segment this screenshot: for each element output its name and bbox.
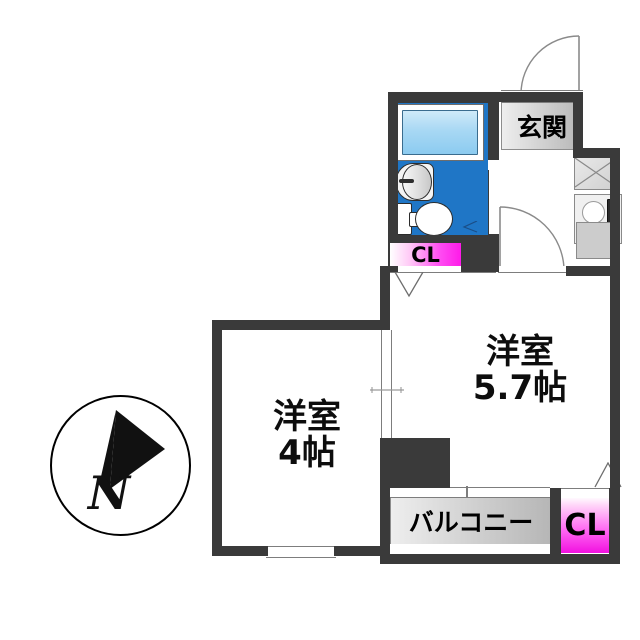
room-sub-label: 洋室 4帖 xyxy=(222,397,392,473)
wall-sub-room-bottom-left xyxy=(212,546,268,556)
closet-top-label: CL xyxy=(411,242,440,267)
compass-rose: N xyxy=(50,395,191,536)
entrance-label: 玄関 xyxy=(516,112,567,142)
closet-right-door-line xyxy=(557,488,612,498)
wall-washroom-top xyxy=(388,92,498,103)
wall-balcony-block xyxy=(390,438,450,488)
wall-main-room-right xyxy=(610,266,620,490)
toilet-bowl xyxy=(415,202,453,236)
balcony-window xyxy=(390,487,550,498)
room-sub-size: 4帖 xyxy=(278,432,336,473)
entrance-door[interactable] xyxy=(520,35,582,95)
wall-main-room-left-upper xyxy=(380,266,390,328)
wall-entrance-top xyxy=(499,92,583,102)
wall-entrance-right-upper xyxy=(573,92,583,150)
entrance-tag: 玄関 xyxy=(501,101,583,150)
kitchen-sink xyxy=(582,201,605,224)
wall-hall-divider xyxy=(461,243,499,272)
wall-closet-right-left xyxy=(550,488,561,556)
room-main-name: 洋室 xyxy=(486,332,554,372)
closet-top-door-line xyxy=(388,266,496,273)
wet-area-corner-mark xyxy=(462,218,478,233)
wall-washroom-left xyxy=(388,92,398,272)
wall-sub-room-top xyxy=(212,320,390,330)
wall-sub-room-left xyxy=(212,320,222,556)
wall-kitchen-bottom xyxy=(566,266,620,276)
closet-top-folding-door-mark xyxy=(394,271,426,298)
closet-right-label: CL xyxy=(564,507,606,543)
hall-door-threshold xyxy=(498,266,568,273)
wall-sub-room-bottom-right xyxy=(334,546,390,556)
wall-balcony-left xyxy=(380,488,390,564)
washbasin-faucet xyxy=(399,179,414,183)
room-main-size: 5.7帖 xyxy=(472,367,568,408)
room-sub-name: 洋室 xyxy=(273,397,341,437)
wall-kitchen-step-top xyxy=(573,148,620,158)
compass-north-label: N xyxy=(86,466,132,520)
sliding-door-panel[interactable] xyxy=(381,378,392,438)
wall-closet-right-right xyxy=(609,488,620,556)
bathtub xyxy=(402,110,478,155)
sub-room-window xyxy=(266,546,336,558)
balcony-window-mullion xyxy=(466,486,468,497)
closet-top[interactable]: CL xyxy=(390,242,461,267)
compass-arrow-icon: N xyxy=(86,410,165,520)
wall-main-room-top-left xyxy=(388,266,398,272)
wall-washroom-bottom xyxy=(388,235,499,245)
balcony-tag: バルコニー xyxy=(390,496,552,546)
washroom-door-opening xyxy=(489,170,499,234)
wall-balcony-bottom xyxy=(380,554,620,564)
hall-door[interactable] xyxy=(498,205,566,271)
sliding-door-panel-upper[interactable] xyxy=(381,330,392,380)
sliding-door-handle-mark xyxy=(370,378,404,393)
closet-right[interactable]: CL xyxy=(561,497,609,553)
wall-washroom-right-gap xyxy=(488,160,499,170)
balcony-label: バルコニー xyxy=(408,508,534,537)
room-fill-sub-room xyxy=(220,328,390,556)
room-main-label: 洋室 5.7帖 xyxy=(430,332,610,408)
